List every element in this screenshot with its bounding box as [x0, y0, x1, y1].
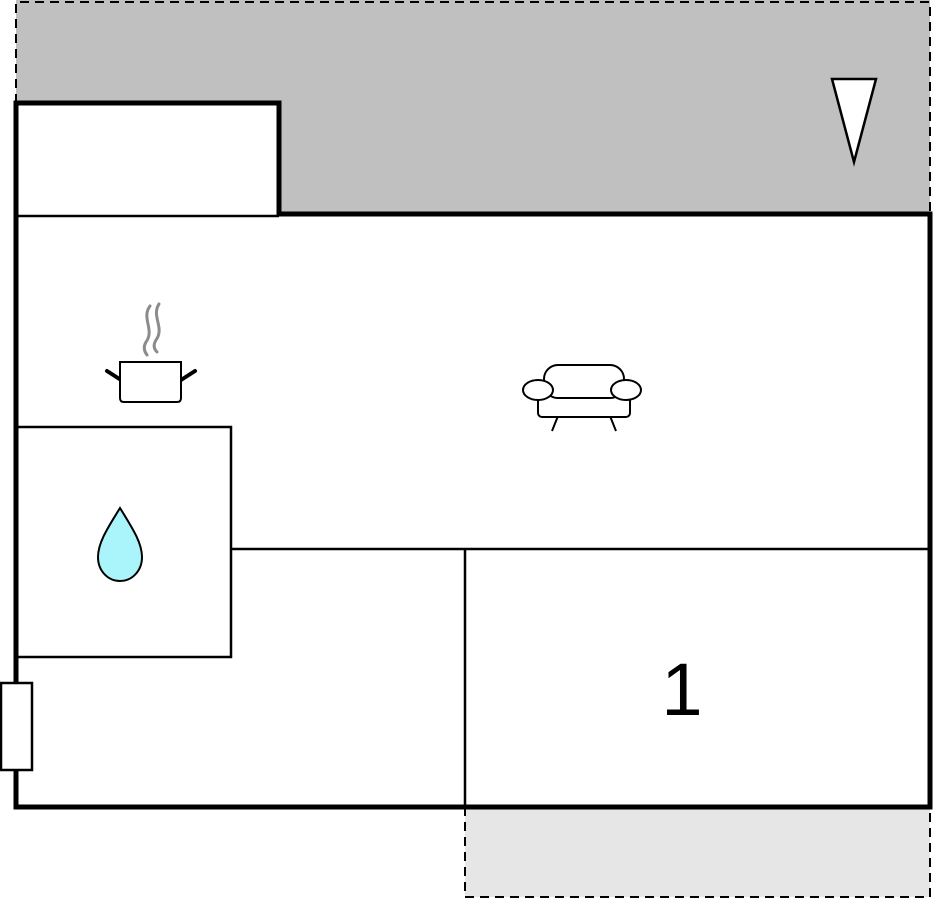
interior-walls: [14, 214, 928, 805]
wall-bathroom: [14, 425, 233, 659]
balcony-fill: [465, 807, 930, 897]
sofa-arm-right: [610, 379, 642, 401]
balcony-dashed-border: [464, 807, 931, 898]
sofa-leg-left: [551, 415, 559, 432]
sofa-arm-left: [522, 379, 554, 401]
sofa-seat: [537, 395, 631, 418]
pot-body: [119, 361, 182, 403]
pot-handle-left: [105, 369, 123, 382]
north-arrow-icon: [830, 77, 878, 167]
sofa-leg-right: [609, 415, 617, 432]
door-icon: [0, 681, 34, 772]
steam-line-left: [142, 304, 152, 357]
terrace-area: [15, 0, 931, 214]
terrace-dashed-border: [15, 1, 931, 214]
steam-line-right: [152, 302, 161, 354]
water-drop-icon: [96, 506, 144, 583]
bedroom-number-label: 1: [661, 648, 702, 731]
pot-handle-right: [179, 369, 197, 382]
cooking-pot-icon: [105, 302, 197, 403]
exterior-wall: [13, 100, 933, 810]
terrace-fill: [16, 0, 930, 214]
balcony-area: [464, 807, 931, 898]
sofa-icon: [522, 364, 642, 432]
